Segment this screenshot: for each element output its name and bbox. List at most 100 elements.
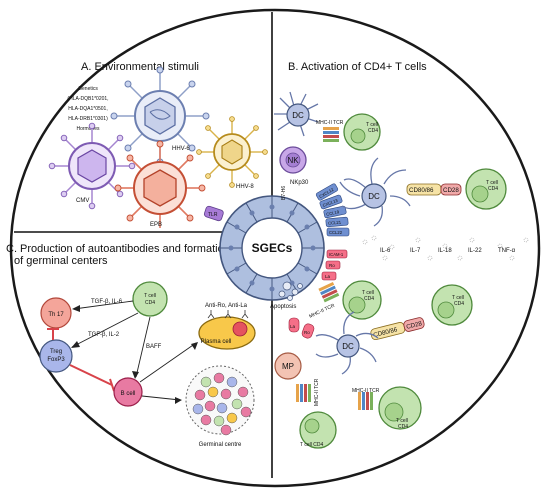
receptor-ccl19: CCL19 xyxy=(326,209,340,217)
cytokine-il22: IL-22 xyxy=(468,248,482,254)
nk-cell: NK NKp30 B7-H6 xyxy=(279,146,309,200)
costim-middle: CD80/86 CD28 xyxy=(406,183,462,196)
cytokine-il7: IL-7 xyxy=(410,248,421,254)
dc-lower-label: DC xyxy=(342,342,354,351)
tcell-right-label: T cell xyxy=(452,295,464,301)
genetics-line-3: HLA-DRB1*0301) xyxy=(68,116,108,122)
tcell-middle: T cell CD4 xyxy=(465,168,507,210)
tcell-middle-cd4: CD4 xyxy=(488,186,498,192)
genetics-line-4: Hormones xyxy=(76,126,100,132)
receptor-cxcl13: CXCL13 xyxy=(322,198,339,208)
mhc-tcr-top: MHC-II TCR xyxy=(316,120,344,142)
sgec-ring: SGECs xyxy=(219,195,325,301)
genetics-line-2: HLA-DQA1*0501, xyxy=(68,106,107,112)
dc-top: DC xyxy=(274,91,319,137)
germinal-label: Germinal centre xyxy=(199,442,242,448)
virus-epb: EPB xyxy=(114,140,206,228)
treg-cell: Treg FoxP3 xyxy=(39,339,73,373)
plasma-cell: Plasma cell Anti-Ro, Anti-La xyxy=(198,303,256,350)
nk-label: NK xyxy=(287,156,299,165)
foxp3-label: FoxP3 xyxy=(47,357,65,363)
inhibition-treg-th17 xyxy=(47,328,59,340)
cytokine-il6: IL-6 xyxy=(380,248,391,254)
arrow-tcell-th17 xyxy=(73,300,134,310)
cytokine-tnfa: TNF-α xyxy=(498,248,516,254)
panel-a-title: A. Environmental stimuli xyxy=(81,61,199,73)
tcell-ml-cd4: CD4 xyxy=(364,296,374,302)
inhibition-treg-bcell xyxy=(69,364,115,392)
arrow-tcell-bcell xyxy=(135,316,151,378)
virus-cmv-label: CMV xyxy=(76,198,89,204)
cytokines: IL-6 IL-7 IL-18 IL-22 TNF-α xyxy=(362,235,529,261)
bcell-label: B cell xyxy=(121,391,136,397)
tcell-c-cd4: CD4 xyxy=(145,300,155,306)
virus-hhv6: HHV-6 xyxy=(110,66,210,166)
dc-middle: DC xyxy=(339,157,411,227)
costim-lower: CD80/86 CD28 xyxy=(370,317,425,341)
tlr-label: TLR xyxy=(208,212,218,218)
germinal-centre: Germinal centre xyxy=(185,365,255,448)
dc-top-label: DC xyxy=(292,111,304,120)
tcell-br-cd4: CD4 xyxy=(398,424,408,430)
receptor-icam1: ICAM-1 xyxy=(329,252,344,257)
released-ro: Ro xyxy=(304,330,310,335)
released-autoantigens: La Ro xyxy=(288,317,315,339)
tcell-bottom-left: T cell CD4 xyxy=(299,411,337,449)
arrow-bcell-plasma-head xyxy=(191,342,198,350)
tcell-c-label: T cell xyxy=(144,293,156,299)
th17-label: Th 17 xyxy=(48,312,64,318)
virus-epb-label: EPB xyxy=(150,222,162,228)
genetics-line-1: (HLA-DQB1*0201, xyxy=(67,96,108,102)
th17-cell: Th 17 xyxy=(40,297,72,329)
tcell-br-label: T cell xyxy=(396,418,408,424)
nkp30-label: NKp30 xyxy=(290,180,309,186)
tcell-ml-label: T cell xyxy=(362,290,374,296)
sgec-receptors: CXCL12 CXCL13 CCL19 CCL21 CCL22 ICAM-1 R… xyxy=(315,183,350,281)
tcell-top: T cell CD4 xyxy=(343,113,381,151)
virus-cmv: CMV xyxy=(48,122,136,210)
tcell-c: T cell CD4 xyxy=(132,281,168,317)
tgf-il6-label: TGF-β, IL-6 xyxy=(91,299,123,305)
receptor-ccl21: CCL21 xyxy=(328,220,342,226)
bcell: B cell xyxy=(113,377,143,407)
tcell-top-label: T cell xyxy=(366,122,378,128)
panel-c-title-line1: C. Production of autoantibodies and form… xyxy=(6,243,230,255)
tlr-receptor: TLR xyxy=(203,205,224,222)
receptor-ccl22: CCL22 xyxy=(329,230,343,235)
apoptosis-label: Apoptosis xyxy=(270,304,296,310)
dc-middle-label: DC xyxy=(368,192,380,201)
mhc-tcr-mp: MHC-II TCR xyxy=(296,378,320,406)
arrow-bcell-gc xyxy=(141,395,181,401)
tgf-il2-label: TGF-β, IL-2 xyxy=(88,332,120,338)
genetics-line-0: Genetics xyxy=(78,86,98,92)
mhc-tcr-lower: MHC-II TCR xyxy=(352,388,380,410)
baff-label: BAFF xyxy=(146,344,162,350)
arrow-tcell-bcell-head xyxy=(132,371,139,379)
treg-label: Treg xyxy=(50,349,62,355)
cytokine-il18: IL-18 xyxy=(438,248,452,254)
tcell-bl-label: T cell CD4 xyxy=(300,442,323,448)
mhc-tcr-top-label: MHC-II TCR xyxy=(316,120,344,126)
macrophage: MP xyxy=(274,352,302,380)
arrow-tcell-treg-head xyxy=(71,341,80,348)
cd28-lower: CD28 xyxy=(406,320,424,331)
virus-hhv8: HHV-8 xyxy=(196,116,268,190)
panel-c-title-line2: of germinal centers xyxy=(14,255,108,267)
arrow-tcell-th17-head xyxy=(72,305,80,312)
virus-hhv6-label: HHV-6 xyxy=(172,146,190,152)
dc-lower: DC xyxy=(315,311,379,375)
tcell-middle-label: T cell xyxy=(486,180,498,186)
mhc-tcr-mp-label: MHC-II TCR xyxy=(314,378,320,406)
virus-hhv8-label: HHV-8 xyxy=(236,184,254,190)
tcell-middle-left: T cell CD4 xyxy=(342,280,382,320)
b7h6-label: B7-H6 xyxy=(281,186,287,200)
genetics-text: Genetics (HLA-DQB1*0201, HLA-DQA1*0501, … xyxy=(67,86,108,132)
tcell-right-cd4: CD4 xyxy=(454,301,464,307)
cd80-middle: CD80/86 xyxy=(409,187,434,194)
sgec-label: SGECs xyxy=(252,241,293,255)
tcell-right: T cell CD4 xyxy=(431,284,473,326)
apoptotic-bodies: Apoptosis xyxy=(270,281,303,310)
tcell-bottom-right: T cell CD4 xyxy=(378,386,422,430)
mhc-tcr-lower-label: MHC-II TCR xyxy=(352,388,380,394)
